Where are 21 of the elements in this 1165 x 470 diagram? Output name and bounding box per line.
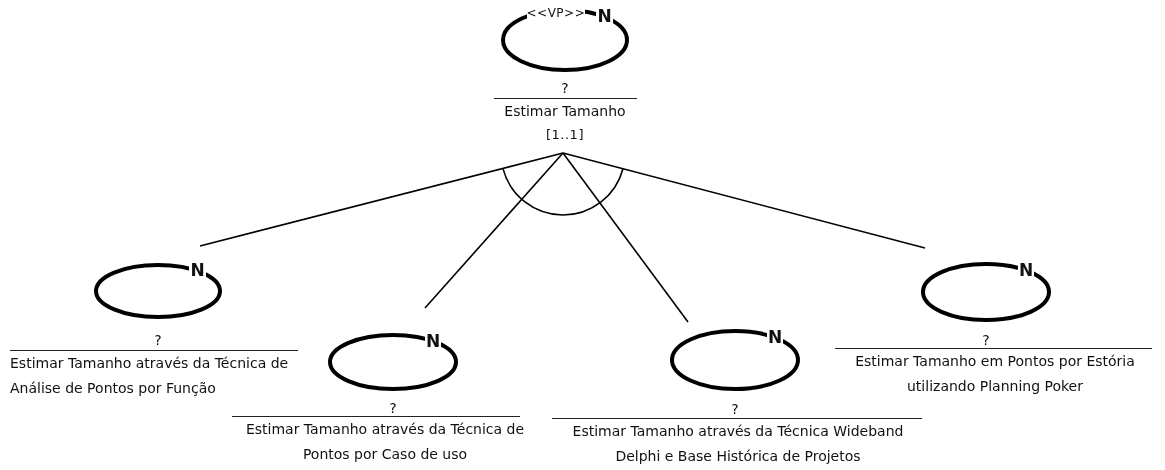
optional-mark: ? bbox=[153, 332, 163, 348]
connector-line bbox=[562, 152, 926, 249]
stereotype-label: <<VP>> bbox=[526, 6, 586, 20]
feature-name: Estimar Tamanho através da Técnica Wideband Delphi e Base Histórica de Projetos bbox=[571, 422, 905, 466]
optional-mark: ? bbox=[730, 401, 740, 417]
connector-line bbox=[562, 152, 689, 323]
feature-name: Estimar Tamanho em Pontos por Estória utilizando Planning Poker bbox=[854, 352, 1136, 396]
n-marker: N bbox=[596, 7, 613, 26]
n-marker: N bbox=[425, 331, 442, 350]
optional-mark: ? bbox=[981, 332, 991, 348]
connector-line bbox=[199, 152, 564, 247]
n-marker: N bbox=[767, 328, 784, 347]
optional-mark: ? bbox=[388, 400, 398, 416]
n-marker: N bbox=[1018, 260, 1035, 279]
n-marker: N bbox=[189, 261, 206, 280]
feature-name: Estimar Tamanho através da Técnica de Análise de Pontos por Função bbox=[10, 354, 290, 398]
optional-mark: ? bbox=[560, 80, 570, 96]
feature-name: Estimar Tamanho bbox=[503, 102, 627, 121]
feature-name: Estimar Tamanho através da Técnica de Pontos por Caso de uso bbox=[244, 420, 526, 464]
connector-line bbox=[424, 152, 564, 309]
multiplicity-label: [1..1] bbox=[545, 127, 585, 143]
